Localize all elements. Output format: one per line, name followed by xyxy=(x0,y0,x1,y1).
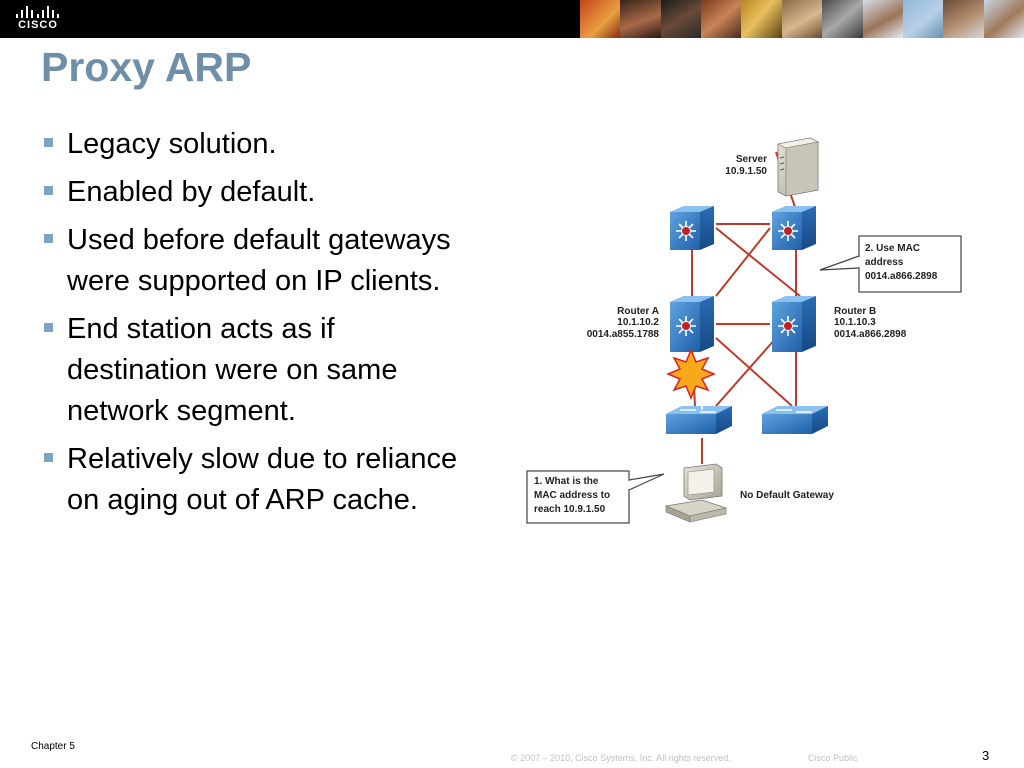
header-photo xyxy=(781,0,823,38)
question-callout-line1: 1. What is the xyxy=(534,476,599,487)
question-callout-line3: reach 10.9.1.50 xyxy=(534,504,606,515)
access-switch-icon xyxy=(666,396,732,434)
bullet-square-icon xyxy=(44,234,53,243)
question-callout xyxy=(526,470,665,524)
bullet-square-icon xyxy=(44,138,53,147)
header-photo xyxy=(862,0,903,38)
core-switch-icon xyxy=(772,206,816,250)
header-photo-strip xyxy=(580,0,1024,38)
router-b-name-label: Router B xyxy=(834,306,876,317)
bullet-list: Legacy solution. Enabled by default. Use… xyxy=(42,124,472,528)
server-name-label: Server xyxy=(736,154,767,165)
header-photo xyxy=(741,0,782,38)
header-photo xyxy=(660,0,702,38)
mac-callout-line1: 2. Use MAC xyxy=(865,243,920,254)
server-icon xyxy=(777,137,819,197)
bullet-square-icon xyxy=(44,186,53,195)
router-a-icon xyxy=(670,296,714,352)
mac-callout-line3: 0014.a866.2898 xyxy=(865,271,938,282)
bullet-square-icon xyxy=(44,323,53,332)
server-ip-label: 10.9.1.50 xyxy=(725,166,767,177)
header-photo xyxy=(943,0,984,38)
bullet-square-icon xyxy=(44,453,53,462)
proxy-arp-diagram: Server 10.9.1.50 Router A 10.1.10.2 0014… xyxy=(526,137,962,524)
page-number: 3 xyxy=(982,748,990,763)
header-photo xyxy=(701,0,742,38)
bullet-item: Legacy solution. xyxy=(42,124,472,165)
header-photo xyxy=(983,0,1024,38)
client-label: No Default Gateway xyxy=(740,490,834,501)
bullet-text: Enabled by default. xyxy=(67,176,316,208)
bullet-item: Relatively slow due to reliance on aging… xyxy=(42,439,472,521)
mac-callout-line2: address xyxy=(865,257,904,268)
footer-copyright: © 2007 – 2010, Cisco Systems, Inc. All r… xyxy=(511,753,731,763)
bullet-text: End station acts as if destination were … xyxy=(67,313,398,427)
router-b-ip-label: 10.1.10.3 xyxy=(834,317,876,328)
router-a-mac-label: 0014.a855.1788 xyxy=(587,329,660,340)
bullet-item: Enabled by default. xyxy=(42,172,472,213)
client-pc-icon xyxy=(664,463,728,523)
header-photo xyxy=(580,0,621,38)
footer-classification: Cisco Public xyxy=(808,753,858,763)
question-callout-line2: MAC address to xyxy=(534,490,610,501)
header-photo xyxy=(620,0,661,38)
router-a-name-label: Router A xyxy=(617,306,659,317)
bullet-text: Used before default gateways were suppor… xyxy=(67,224,451,297)
broadcast-burst-icon xyxy=(666,348,716,400)
bullet-text: Legacy solution. xyxy=(67,128,277,160)
network-links xyxy=(691,151,801,464)
mac-answer-callout xyxy=(819,235,962,293)
router-b-icon xyxy=(772,296,816,352)
slide-title: Proxy ARP xyxy=(41,44,252,90)
bullet-item: Used before default gateways were suppor… xyxy=(42,220,472,302)
router-a-ip-label: 10.1.10.2 xyxy=(617,317,659,328)
header-photo xyxy=(902,0,944,38)
cisco-wordmark: CISCO xyxy=(18,19,58,31)
cisco-bridge-icon xyxy=(16,6,60,18)
cisco-logo: CISCO xyxy=(14,6,62,34)
footer-chapter: Chapter 5 xyxy=(31,741,75,752)
core-switch-icon xyxy=(670,206,714,250)
access-switch-icon xyxy=(762,406,828,434)
bullet-text: Relatively slow due to reliance on aging… xyxy=(67,443,458,516)
header-photo xyxy=(822,0,863,38)
bullet-item: End station acts as if destination were … xyxy=(42,309,472,432)
header-bar: CISCO xyxy=(0,0,1024,38)
router-b-mac-label: 0014.a866.2898 xyxy=(834,329,907,340)
